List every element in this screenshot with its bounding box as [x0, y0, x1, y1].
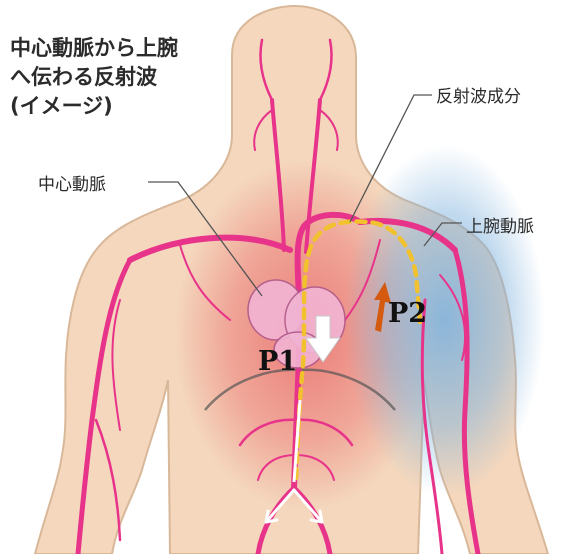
- label-brachial-artery: 上腕動脈: [466, 212, 534, 237]
- title-line-3: (イメージ): [10, 92, 230, 121]
- arm-glow: [345, 145, 545, 495]
- label-p2: P2: [388, 298, 427, 329]
- label-central-artery: 中心動脈: [38, 170, 106, 195]
- label-p1: P1: [258, 346, 297, 377]
- label-reflected-wave: 反射波成分: [436, 82, 521, 107]
- title-line-2: へ伝わる反射波: [10, 63, 230, 92]
- title-line-1: 中心動脈から上腕: [10, 34, 230, 63]
